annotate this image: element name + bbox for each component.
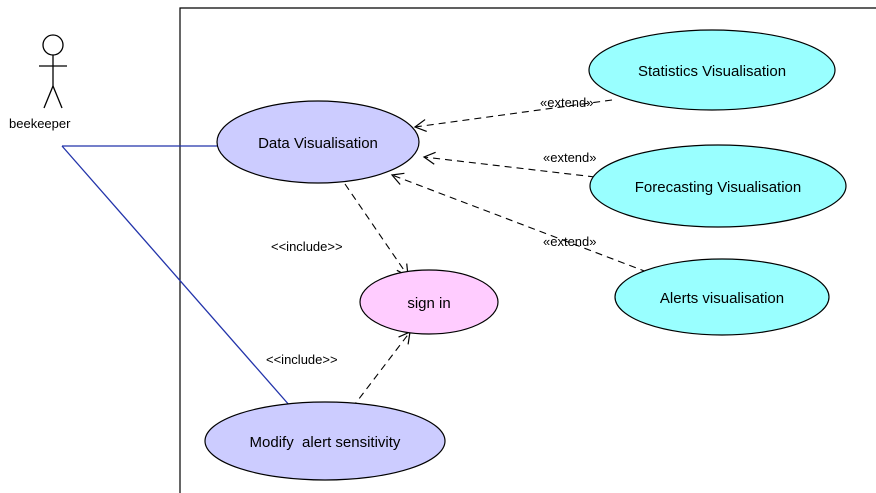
use-case-forecasting-visualisation: Forecasting Visualisation [589, 144, 847, 228]
use-case-label-modify-alert-sensitivity: Modify alert sensitivity [250, 434, 401, 451]
extend-label-statistics: «extend» [540, 95, 594, 110]
include-arrow-data-to-signin [344, 183, 409, 278]
use-case-label-alerts-visualisation: Alerts visualisation [660, 290, 784, 307]
actor-beekeeper: beekeeper [9, 34, 71, 131]
use-case-label-statistics-visualisation: Statistics Visualisation [638, 63, 786, 80]
extend-arrow-statistics [413, 99, 613, 133]
include-label-1: <<include>> [271, 239, 343, 254]
extend-label-forecasting: «extend» [543, 150, 597, 165]
use-case-sign-in: sign in [359, 269, 499, 335]
use-case-statistics-visualisation: Statistics Visualisation [588, 29, 836, 111]
use-case-alerts-visualisation: Alerts visualisation [614, 258, 830, 336]
use-case-modify-alert-sensitivity: Modify alert sensitivity [204, 401, 446, 481]
system-boundary [179, 7, 876, 493]
actor-right-leg [52, 85, 63, 109]
association-modify-alert-sensitivity [61, 145, 291, 407]
actor-left-leg [43, 85, 54, 109]
include-label-2: <<include>> [266, 352, 338, 367]
extend-arrow-alerts [390, 172, 648, 273]
actor-head [42, 34, 64, 56]
use-case-label-data-visualisation: Data Visualisation [258, 135, 378, 152]
use-case-label-sign-in: sign in [407, 295, 450, 312]
include-arrow-modify-to-signin [351, 331, 411, 409]
use-case-data-visualisation: Data Visualisation [216, 100, 420, 184]
extend-label-alerts: «extend» [543, 234, 597, 249]
use-case-label-forecasting-visualisation: Forecasting Visualisation [635, 179, 801, 196]
extend-arrow-forecasting [422, 151, 596, 178]
actor-label: beekeeper [9, 116, 71, 131]
